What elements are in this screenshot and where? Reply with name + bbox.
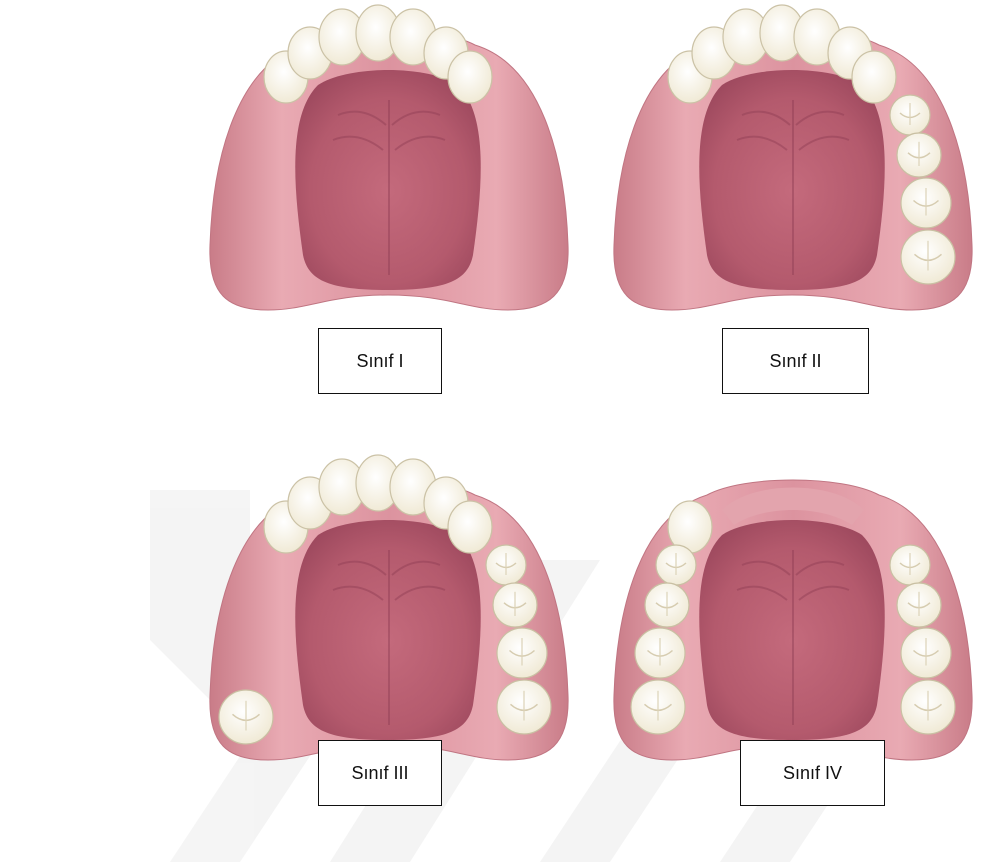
right-posterior-tooth xyxy=(890,545,930,585)
dental-arch-1 xyxy=(210,5,568,310)
right-posterior-tooth xyxy=(901,628,951,678)
right-posterior-tooth xyxy=(497,628,547,678)
label-sinif-3: Sınıf III xyxy=(318,740,442,806)
right-posterior-tooth xyxy=(486,545,526,585)
right-posterior-tooth xyxy=(497,680,551,734)
left-posterior-tooth xyxy=(635,628,685,678)
label-sinif-1: Sınıf I xyxy=(318,328,442,394)
left-posterior-tooth xyxy=(219,690,273,744)
label-sinif-2: Sınıf II xyxy=(722,328,869,394)
left-posterior-tooth xyxy=(645,583,689,627)
dental-arch-3 xyxy=(210,455,568,760)
front-tooth xyxy=(448,51,492,103)
right-posterior-tooth xyxy=(897,133,941,177)
label-sinif-4: Sınıf IV xyxy=(740,740,885,806)
dental-arch-2 xyxy=(614,5,972,310)
right-posterior-tooth xyxy=(897,583,941,627)
right-posterior-tooth xyxy=(890,95,930,135)
right-posterior-tooth xyxy=(901,680,955,734)
right-posterior-tooth xyxy=(493,583,537,627)
dental-arch-4 xyxy=(614,480,972,760)
right-posterior-tooth xyxy=(901,178,951,228)
front-tooth xyxy=(448,501,492,553)
left-posterior-tooth xyxy=(656,545,696,585)
right-posterior-tooth xyxy=(901,230,955,284)
left-posterior-tooth xyxy=(631,680,685,734)
front-tooth xyxy=(852,51,896,103)
